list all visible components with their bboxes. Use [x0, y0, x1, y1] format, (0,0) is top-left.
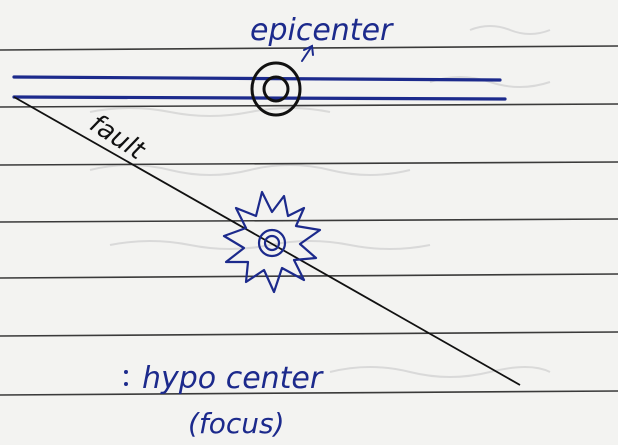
epicenter-arrow — [301, 44, 314, 62]
stray-dots — [124, 370, 128, 386]
fault-line — [13, 96, 521, 386]
rule-line — [0, 331, 618, 337]
hypocenter-label: hypo center — [142, 361, 324, 396]
surface-line-bottom — [12, 95, 507, 101]
focus-label: (focus) — [188, 407, 285, 440]
fault-label: fault — [84, 109, 150, 167]
hypocenter-starburst — [222, 190, 322, 294]
rule-line — [0, 390, 618, 396]
ground-surface — [12, 75, 507, 101]
notebook-rule-lines — [0, 45, 618, 396]
rule-line — [0, 218, 618, 223]
epicenter-label: epicenter — [250, 13, 394, 48]
rule-line — [0, 273, 618, 279]
bleed-through-marks — [89, 25, 551, 378]
rule-line — [0, 103, 618, 108]
rule-line — [0, 161, 618, 166]
surface-line-top — [12, 75, 502, 82]
epicenter-marker — [250, 61, 302, 117]
